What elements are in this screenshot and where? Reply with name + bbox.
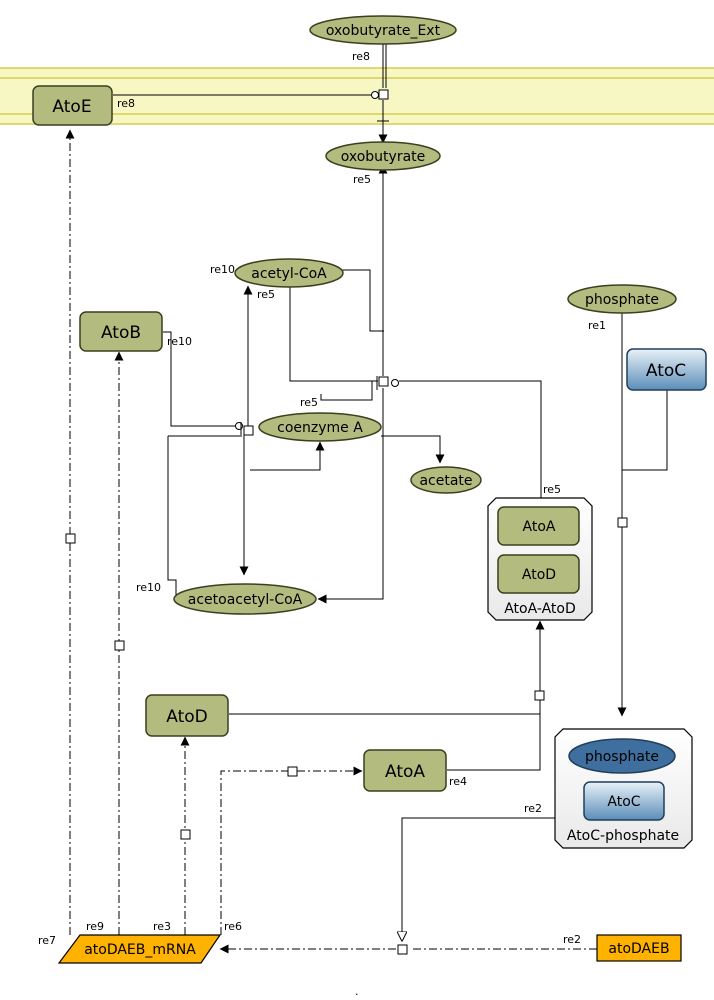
svg-text:atoDAEB_mRNA: atoDAEB_mRNA [84, 942, 196, 958]
reaction-labels: re8 re8 re5 re10 re5 re10 re5 re5 re1 re… [38, 50, 606, 998]
label-re8-top: re8 [352, 50, 370, 63]
re10-atob-catalysis-edge [163, 331, 236, 427]
re5-coa-edge [320, 381, 373, 401]
svg-text:acetoacetyl-CoA: acetoacetyl-CoA [188, 592, 303, 608]
re2-node [397, 944, 408, 955]
re9-node [114, 640, 125, 651]
reaction-edges [65, 43, 668, 954]
label-re5-oxo: re5 [353, 173, 371, 186]
svg-text:AtoC: AtoC [646, 361, 686, 381]
label-re4: re4 [449, 775, 467, 788]
label-re6: re6 [224, 920, 242, 933]
atoc-in-complex: AtoC [607, 794, 640, 810]
oxobutyrate-ext: oxobutyrate_Ext [309, 15, 457, 45]
acetoacetyl-coa: acetoacetyl-CoA [173, 583, 317, 615]
label-re7: re7 [38, 934, 56, 947]
reaction-nodes [65, 89, 628, 955]
atoa-atod-complex: AtoA AtoD AtoA-AtoD [487, 497, 593, 621]
svg-text:AtoE: AtoE [52, 97, 91, 117]
re4-node [534, 690, 545, 701]
svg-text:coenzyme A: coenzyme A [277, 420, 363, 436]
svg-text:oxobutyrate_Ext: oxobutyrate_Ext [326, 23, 441, 39]
re2-modulation-edge [402, 817, 556, 941]
svg-text:acetate: acetate [419, 473, 472, 489]
atoa-atod-label: AtoA-AtoD [504, 601, 576, 617]
atoa-protein: AtoA [363, 749, 447, 792]
re5-acetoacetyl-edge [317, 388, 384, 604]
label-re10-acetoacetyl: re10 [136, 581, 161, 594]
phosphate: phosphate [567, 284, 677, 314]
re5-node [378, 376, 389, 387]
coenzyme-a: coenzyme A [258, 412, 382, 442]
label-re3: re3 [153, 920, 171, 933]
re5-catalysis-circle [391, 379, 399, 387]
label-re10-atob: re10 [167, 335, 192, 348]
re5-acetylcoa-edge-2 [342, 269, 384, 332]
svg-text:phosphate: phosphate [585, 292, 659, 308]
label-re9: re9 [86, 920, 104, 933]
atod-in-complex: AtoD [522, 567, 556, 583]
atodaeb-mrna: atoDAEB_mRNA [57, 934, 222, 964]
svg-text:AtoB: AtoB [101, 323, 141, 343]
re6-node [287, 766, 298, 777]
label-re5-acetyl: re5 [257, 288, 275, 301]
atoe-protein: AtoE [32, 85, 113, 126]
phosphate-in-complex: phosphate [585, 749, 659, 765]
acetate: acetate [410, 466, 482, 494]
oxobutyrate: oxobutyrate [325, 141, 441, 171]
atod-protein: AtoD [145, 694, 229, 737]
re8-node [378, 89, 389, 100]
re1-node [617, 517, 628, 528]
label-re8-left: re8 [117, 97, 135, 110]
atoc-protein: AtoC [626, 348, 707, 391]
reaction-ticks [240, 376, 378, 437]
atob-protein: AtoB [79, 311, 163, 352]
atodaeb-gene: atoDAEB [596, 934, 682, 962]
label-re1: re1 [588, 319, 606, 332]
svg-text:atoDAEB: atoDAEB [608, 941, 669, 957]
re10-node [243, 425, 254, 436]
atoc-phosphate-complex: phosphate AtoC AtoC-phosphate [554, 728, 693, 849]
re10-coa-edge [250, 441, 325, 471]
re5-complex-catalysis-edge [399, 380, 542, 500]
svg-text:AtoA: AtoA [385, 762, 425, 782]
svg-text:acetyl-CoA: acetyl-CoA [251, 266, 327, 282]
label-re5-coa: re5 [300, 396, 318, 409]
svg-text:AtoD: AtoD [166, 707, 208, 727]
re4-complex-edge [447, 620, 545, 771]
re10-acetoacetyl-substrate-edge [167, 436, 177, 598]
re8-catalysis-circle [371, 91, 379, 99]
cell-membrane [0, 67, 714, 125]
re7-node [65, 533, 76, 544]
label-re10-acetyl: re10 [210, 263, 235, 276]
re3-node [180, 829, 191, 840]
label-re2-gene: re2 [563, 933, 581, 946]
footer-mark: . [355, 985, 359, 998]
svg-text:oxobutyrate: oxobutyrate [341, 149, 426, 165]
acetyl-coa: acetyl-CoA [234, 258, 344, 288]
atoa-in-complex: AtoA [523, 519, 556, 535]
label-re5-complex: re5 [543, 483, 561, 496]
re5-acetate-edge [381, 435, 445, 464]
re6-edge [220, 766, 363, 935]
re5-acetylcoa-edge [289, 287, 378, 382]
label-re2-complex: re2 [524, 802, 542, 815]
atoc-phosphate-label: AtoC-phosphate [567, 828, 679, 844]
re1-atoc-edge [622, 390, 668, 471]
